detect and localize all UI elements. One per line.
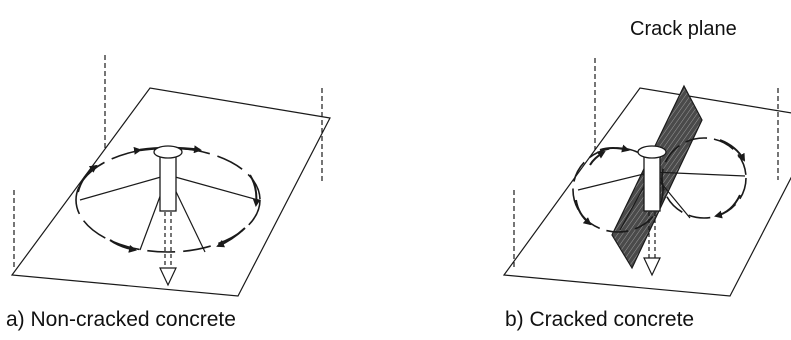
concrete-slab-b — [502, 87, 791, 297]
force-arrow-icon — [599, 144, 630, 153]
caption-cracked: b) Cracked concrete — [505, 308, 695, 331]
panel-b — [502, 58, 791, 297]
load-arrow-icon — [159, 267, 177, 287]
force-arrow-icon — [714, 194, 741, 219]
force-arrow-icon — [77, 164, 98, 193]
force-arrow-icon — [719, 139, 745, 162]
force-arrow-icon — [249, 174, 261, 207]
crack-plane-label: Crack plane — [630, 18, 737, 40]
anchor-head-icon — [153, 145, 183, 212]
force-arrow-icon — [109, 239, 137, 253]
force-arrow-icon — [589, 150, 606, 166]
lobe-right — [661, 137, 747, 219]
caption-non-cracked: a) Non-cracked concrete — [6, 308, 236, 331]
concrete-slab-a — [10, 87, 331, 297]
panel-a — [10, 55, 331, 297]
load-arrow-icon — [643, 257, 661, 277]
anchor-head-icon — [637, 145, 667, 212]
force-arrow-icon — [216, 227, 246, 248]
force-arrow-icon — [575, 199, 592, 226]
